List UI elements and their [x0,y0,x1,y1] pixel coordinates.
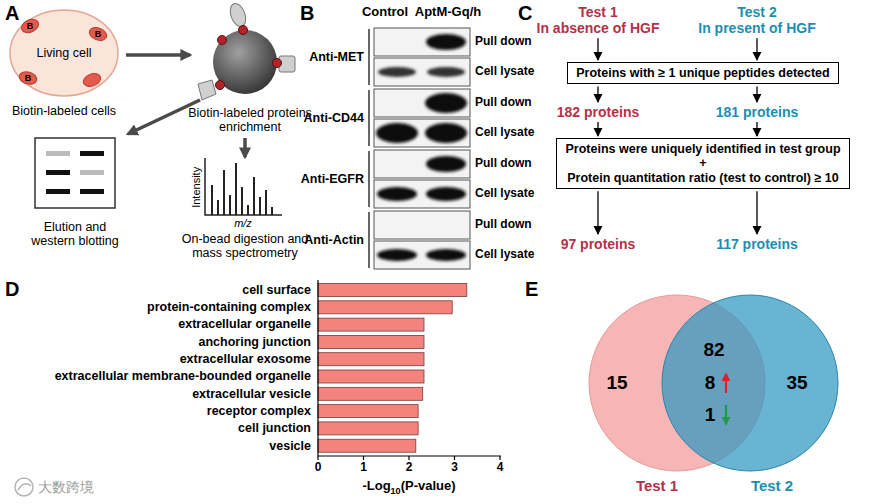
flow-arrow [756,191,757,234]
count-text: 97 proteins [561,236,636,252]
bar-chart [318,280,501,460]
venn-count: 8 [705,372,716,394]
flow-arrow [756,86,757,102]
criteria-box: Proteins with ≥ 1 unique peptides detect… [567,62,838,84]
category-label: cell junction [238,421,311,435]
node-text: Protein quantitation ratio (test to cont… [565,171,840,185]
antibody-label: Anti-CD44 [304,111,364,125]
cell-ellipse: Living cell [8,8,120,98]
step-caption: Biotin-labeled cells [12,104,116,118]
mass-spectrum [205,158,282,215]
venn-count: 15 [606,372,627,394]
category-label: extracellular membrane-bounded organelle [55,369,311,383]
node-text: Proteins were uniquely identified in tes… [565,142,840,156]
node-text: Living cell [37,46,92,60]
venn-diagram [589,295,838,471]
step-caption: Biotin-labeled proteins enrichment [184,106,316,135]
watermark: 大数跨境 [38,479,94,495]
count-text: 181 proteins [716,104,798,120]
biotin-label-mark [81,71,102,88]
tick-label: 0 [315,461,322,475]
category-label: extracellular exosome [180,352,311,366]
biotin-label-mark [19,17,40,35]
panel-letter: E [525,278,538,301]
row-label: Pull down [475,35,532,49]
set-name: Test 1 [636,477,678,494]
group-heading: Test 1In absence of HGF [537,4,660,36]
row-label: Pull down [475,218,532,232]
node-text: 182 proteins [557,104,639,120]
streptavidin-bead [198,1,295,100]
venn-count: 82 [703,339,724,361]
node-text: 181 proteins [716,104,798,120]
blot-images [369,28,470,269]
node-text: 97 proteins [561,236,636,252]
cell-membrane [10,10,118,96]
axis-title-part: -Log [362,478,390,493]
panel-letter: A [5,2,19,25]
antibody-label: Anti-EGFR [301,172,364,186]
category-label: extracellular vesicle [192,387,311,401]
flow-arrow [597,122,598,136]
set-name: Test 2 [751,477,793,494]
node-text: In absence of HGF [537,20,660,36]
category-label: anchoring junction [199,335,312,349]
category-label: cell surface [242,283,311,297]
flow-arrow [597,191,598,234]
flow-arrow [756,122,757,136]
row-label: Cell lysate [475,65,534,79]
panel-letter: D [5,278,19,301]
count-text: 117 proteins [716,236,798,252]
category-label: extracellular organelle [178,317,311,331]
biotin-mark: B [27,21,34,31]
node-text: Proteins with ≥ 1 unique peptides detect… [576,66,829,80]
node-text: + [565,156,840,170]
node-text: 117 proteins [716,236,798,252]
biotin-mark: B [25,73,32,83]
node-text: In present of HGF [698,20,815,36]
venn-count: 1 [705,404,716,426]
biotin-mark: B [95,29,102,39]
venn-count: 35 [786,372,807,394]
row-label: Cell lysate [475,126,534,140]
category-label: protein-containing complex [147,300,311,314]
step-caption: On-bead digestion and mass spectrometry [179,232,311,261]
node-text: Test 1 [537,4,660,20]
row-label: Cell lysate [475,248,534,262]
tick-label: 3 [451,461,458,475]
biotin-label-mark [18,70,38,86]
step-caption: Elution and western blotting [23,220,128,249]
group-heading: Test 2In present of HGF [698,4,815,36]
antibody-label: Anti-MET [309,50,364,64]
axis-label: m/z [234,217,252,230]
tick-label: 4 [497,461,504,475]
axis-title-part: 10 [391,486,401,496]
flow-arrow [756,38,757,60]
tick-label: 1 [360,461,367,475]
tick-label: 2 [406,461,413,475]
flow-arrow [597,38,598,60]
count-text: 182 proteins [557,104,639,120]
axis-title-part: (P-value) [401,478,456,493]
axis-title: -Log10(P-value) [362,476,455,497]
antibody-label: Anti-Actin [304,233,364,247]
criteria-box: Proteins were uniquely identified in tes… [556,138,849,189]
lane-header: AptM-Gq/h [415,5,481,20]
node-text: Test 2 [698,4,815,20]
row-label: Pull down [475,157,532,171]
panel-letter: C [518,2,532,25]
category-label: vesicle [269,439,311,453]
row-label: Pull down [475,96,532,110]
flow-arrow [597,86,598,102]
axis-label: Intensity [190,167,203,208]
watermark-logo [15,478,33,496]
row-label: Cell lysate [475,187,534,201]
category-label: receptor complex [207,404,311,418]
panel-letter: B [300,2,314,25]
lane-header: Control [362,5,408,20]
western-blot-gel [35,138,115,208]
biotin-label-mark [87,25,108,42]
